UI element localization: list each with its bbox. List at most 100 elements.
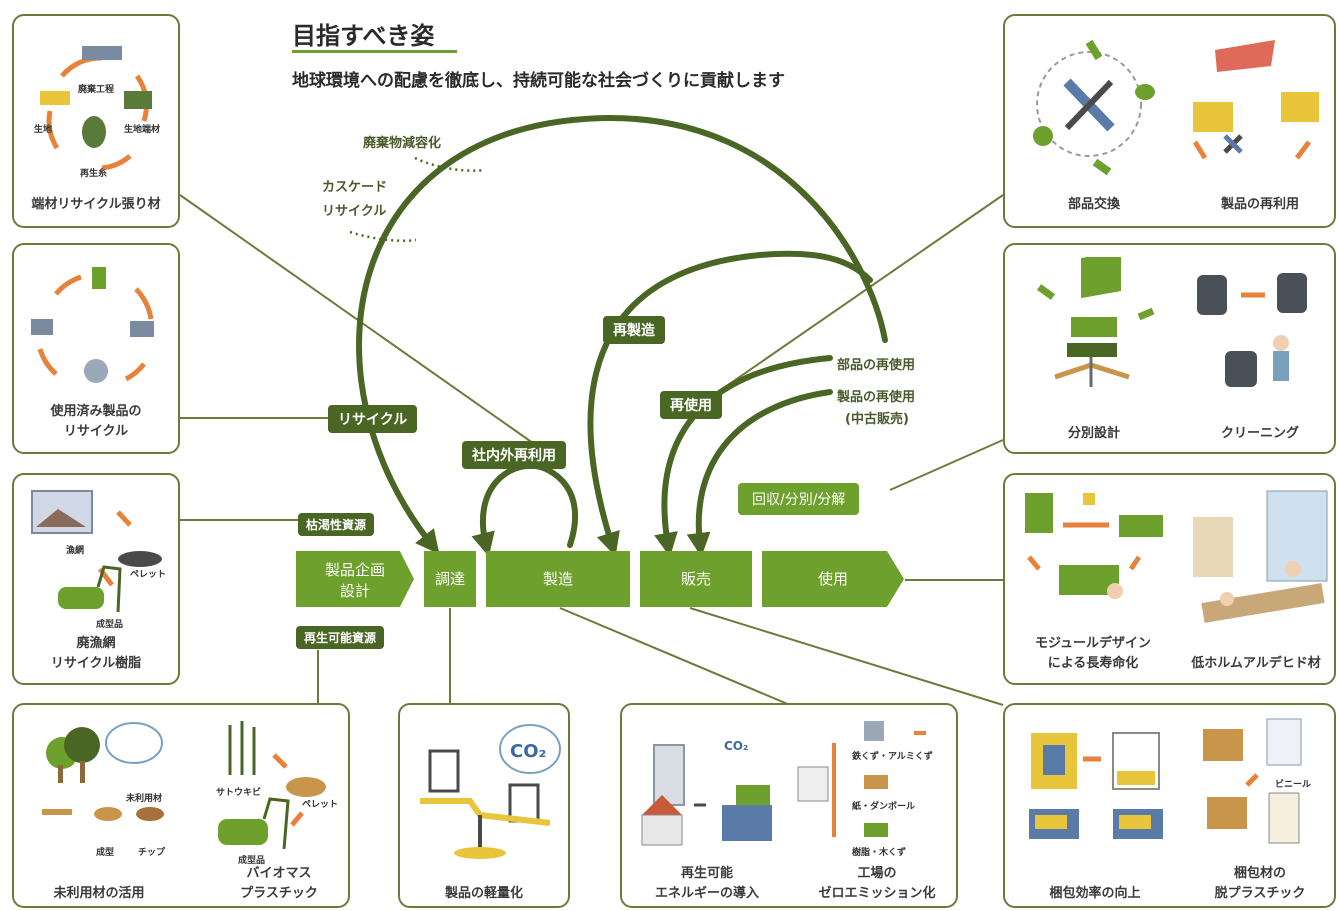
caption-lightweight: 製品の軽量化 [444,886,523,901]
label-recycle: リサイクル [328,405,418,433]
label-reuse: 再使用 [660,391,722,419]
caption-plastic-free-2: 脱プラスチック [1214,886,1306,901]
low-formaldehyde-illustration [1193,490,1328,623]
caption-zero-emission-2: ゼロエミッション化 [818,886,936,901]
sugarcane-illustration [218,721,326,850]
title-underline [292,50,457,53]
loop-reuse-1 [654,355,833,557]
flow-plan-line2: 設計 [339,582,370,600]
card-energy-zero-emission: CO₂ 鉄くず・アルミくず 紙・ダンボール 樹脂・木くず 再生可能 エネルギーの… [620,703,958,908]
parts-exchange-illustration [1033,39,1155,176]
tag-unused-wood: 未利用材 [126,794,163,804]
loop-reuse-2 [686,389,833,557]
flow-use: 使用 [762,551,904,607]
loop-remanufacture [587,250,873,557]
separation-design-illustration [1036,257,1155,387]
label-collect: 回収/分別/分解 [738,483,860,515]
cleaning-illustration [1197,273,1307,387]
card-biomass: 未利用材 成型 チップ サトウキビ ペレット 成型品 未利用材の活用 バイオマス… [12,703,350,908]
used-product-cycle-illustration [31,267,154,383]
label-exhaustible: 枯渇性資源 [298,513,375,536]
tag-metal-scrap: 鉄くず・アルミくず [852,752,933,762]
caption-unused-wood: 未利用材の活用 [53,886,145,901]
card-fishing-net: 漁網 ペレット 成型品 廃漁網 リサイクル樹脂 [12,473,180,685]
co2-label-2: CO₂ [724,739,749,753]
flow-use-label: 使用 [817,570,848,588]
product-reuse-illustration [1192,40,1319,160]
caption-cleaning: クリーニング [1220,426,1299,441]
label-remanufacture: 再製造 [603,316,665,344]
tag-fabric-offcut: 生地端材 [124,125,161,135]
tag-fabric: 生地 [34,125,53,135]
note-cascade-2: リサイクル [322,204,387,219]
packing-efficiency-illustration [1029,732,1163,839]
connector-right2 [889,439,1004,491]
tag-pellet-2: ペレット [302,800,339,810]
connector-bottom3 [559,607,791,706]
note-product-reuse-1: 製品の再使用 [837,390,916,405]
tag-waste-process: 廃棄工程 [78,85,115,95]
tag-molded: 成型品 [96,620,124,630]
dotted-cascade [349,230,417,242]
forest-illustration [42,722,164,821]
tag-resin-wood: 樹脂・木くず [852,848,907,858]
note-product-reuse-2: (中古販売) [845,412,909,427]
dotted-waste [414,156,486,172]
fishing-net-illustration [31,490,162,613]
caption-packing-efficiency: 梱包効率の向上 [1049,886,1141,901]
flow-plan: 製品企画 設計 [296,551,414,607]
flow-procure-label: 調達 [434,570,465,588]
caption-plastic-free-1: 梱包材の [1233,866,1286,881]
note-parts-reuse: 部品の再使用 [837,358,916,373]
caption-offcut-recycle: 端材リサイクル張り材 [31,197,161,212]
module-design-illustration [1025,493,1163,599]
note-cascade-1: カスケード [322,180,388,195]
caption-module-design-1: モジュールデザイン [1034,636,1152,651]
card-separation-cleaning: 分別設計 クリーニング [1003,243,1336,454]
caption-fishing-net-1: 廃漁網 [76,636,116,651]
card-offcut-recycle: 廃棄工程 生地 生地端材 再生糸 端材リサイクル張り材 [12,14,180,228]
page-title: 目指すべき姿 [292,22,435,50]
tag-vinyl: ビニール [1275,780,1312,790]
flow-manufacture-label: 製造 [542,570,573,588]
co2-label: CO₂ [510,741,547,762]
caption-used-product-1: 使用済み製品の [50,404,142,419]
flow-manufacture: 製造 [486,551,630,607]
tag-chip: チップ [138,848,166,858]
plastic-free-illustration [1203,718,1302,844]
tag-molding: 成型 [96,848,115,858]
caption-module-design-2: による長寿命化 [1047,656,1139,671]
tag-fishing-net: 漁網 [66,546,85,556]
loop-internal [471,462,579,557]
caption-renewable-energy-1: 再生可能 [680,866,733,881]
caption-used-product-2: リサイクル [63,424,129,439]
flow-plan-line1: 製品企画 [324,561,385,579]
recycle-cycle-illustration [40,46,152,171]
connector-right1 [727,194,1004,386]
card-used-product-recycle: 使用済み製品の リサイクル [12,243,180,454]
caption-zero-emission-1: 工場の [857,866,897,881]
connector-right4 [689,607,1004,706]
factory-illustration [641,744,772,846]
zero-emission-illustration [797,721,926,837]
caption-parts-exchange: 部品交換 [1067,197,1120,212]
caption-renewable-energy-2: エネルギーの導入 [654,886,759,901]
caption-product-reuse: 製品の再利用 [1220,197,1299,212]
label-internal-reuse: 社内外再利用 [462,441,566,469]
caption-separation-design: 分別設計 [1067,426,1120,441]
loop-recycle [356,114,888,555]
tag-recycled-yarn: 再生糸 [80,169,108,179]
card-module-design: モジュールデザイン による長寿命化 低ホルムアルデヒド材 [1003,473,1336,685]
scale-illustration [420,724,561,859]
label-renewable: 再生可能資源 [296,626,385,649]
caption-fishing-net-2: リサイクル樹脂 [50,656,142,671]
card-packaging: ビニール 梱包効率の向上 梱包材の 脱プラスチック [1003,703,1336,908]
note-waste: 廃棄物減容化 [363,136,442,151]
caption-biomass-1: バイオマス [246,866,312,881]
flow-sales-label: 販売 [680,570,711,588]
flow-procure: 調達 [424,551,476,607]
tag-sugarcane: サトウキビ [216,788,262,798]
caption-low-formaldehyde: 低ホルムアルデヒド材 [1191,656,1321,671]
tag-paper-cardboard: 紙・ダンボール [852,802,916,812]
tag-pellet: ペレット [130,570,167,580]
